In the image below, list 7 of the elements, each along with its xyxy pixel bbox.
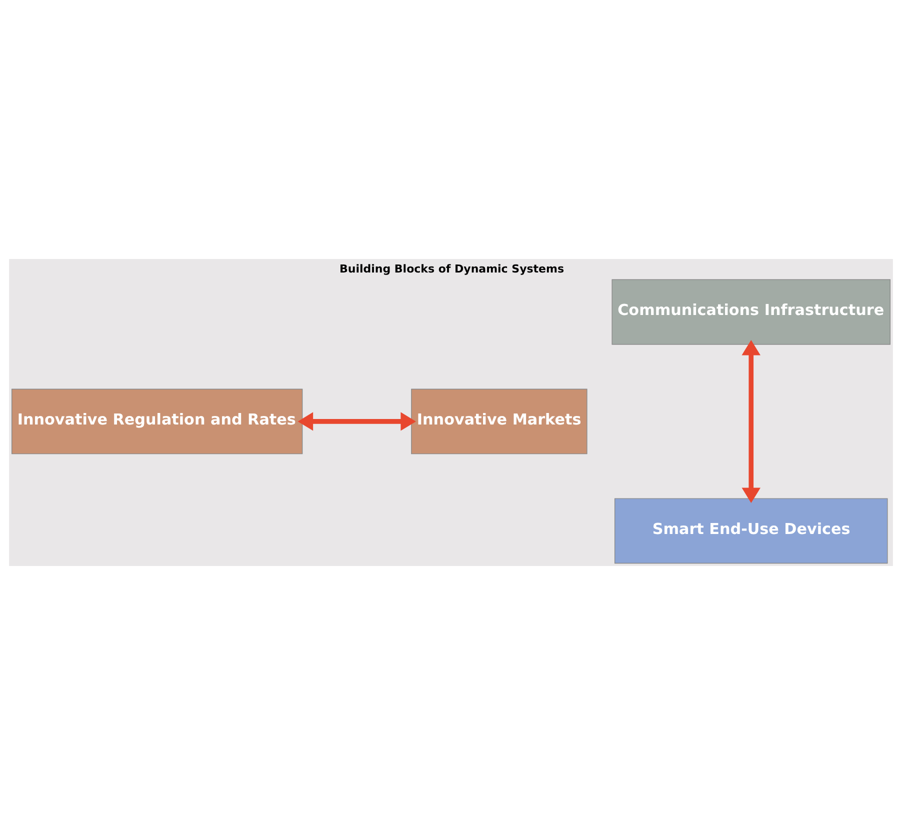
node-box: Innovative Markets <box>411 388 588 454</box>
diagram-title: Building Blocks of Dynamic Systems <box>339 262 564 276</box>
arrow <box>298 412 416 431</box>
node-box: Smart End-Use Devices <box>614 498 888 564</box>
arrow <box>742 340 760 504</box>
node-box: Communications Infrastructure <box>612 279 890 345</box>
node-box: Innovative Regulation and Rates <box>12 388 303 454</box>
